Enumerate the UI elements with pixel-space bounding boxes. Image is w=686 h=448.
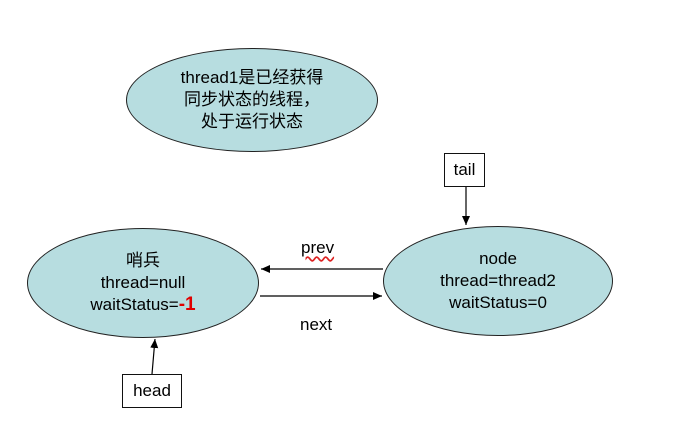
tail-box: tail	[444, 153, 485, 187]
sentinel-wait-status: waitStatus=-1	[90, 294, 195, 316]
tail-label: tail	[453, 160, 476, 179]
sentinel-wait-status-label: waitStatus=	[90, 295, 179, 314]
head-label: head	[133, 381, 171, 400]
node-title: node	[479, 249, 517, 268]
head-box: head	[122, 374, 182, 408]
note-ellipse: thread1是已经获得 同步状态的线程， 处于运行状态	[126, 48, 378, 152]
sentinel-title: 哨兵	[126, 251, 160, 270]
node-thread: thread=thread2	[440, 271, 556, 290]
sentinel-thread: thread=null	[100, 273, 186, 292]
note-line-1: thread1是已经获得	[180, 68, 324, 87]
note-line-3: 处于运行状态	[201, 112, 303, 131]
prev-label: prev	[301, 238, 335, 257]
next-label: next	[300, 315, 333, 334]
sentinel-node: 哨兵 thread=null waitStatus=-1	[27, 228, 259, 338]
sentinel-wait-status-value: -1	[178, 294, 196, 315]
tail-node: node thread=thread2 waitStatus=0	[383, 226, 613, 336]
head-arrow	[150, 338, 159, 375]
note-line-2: 同步状态的线程，	[184, 90, 320, 109]
node-wait-status: waitStatus=0	[449, 293, 547, 312]
